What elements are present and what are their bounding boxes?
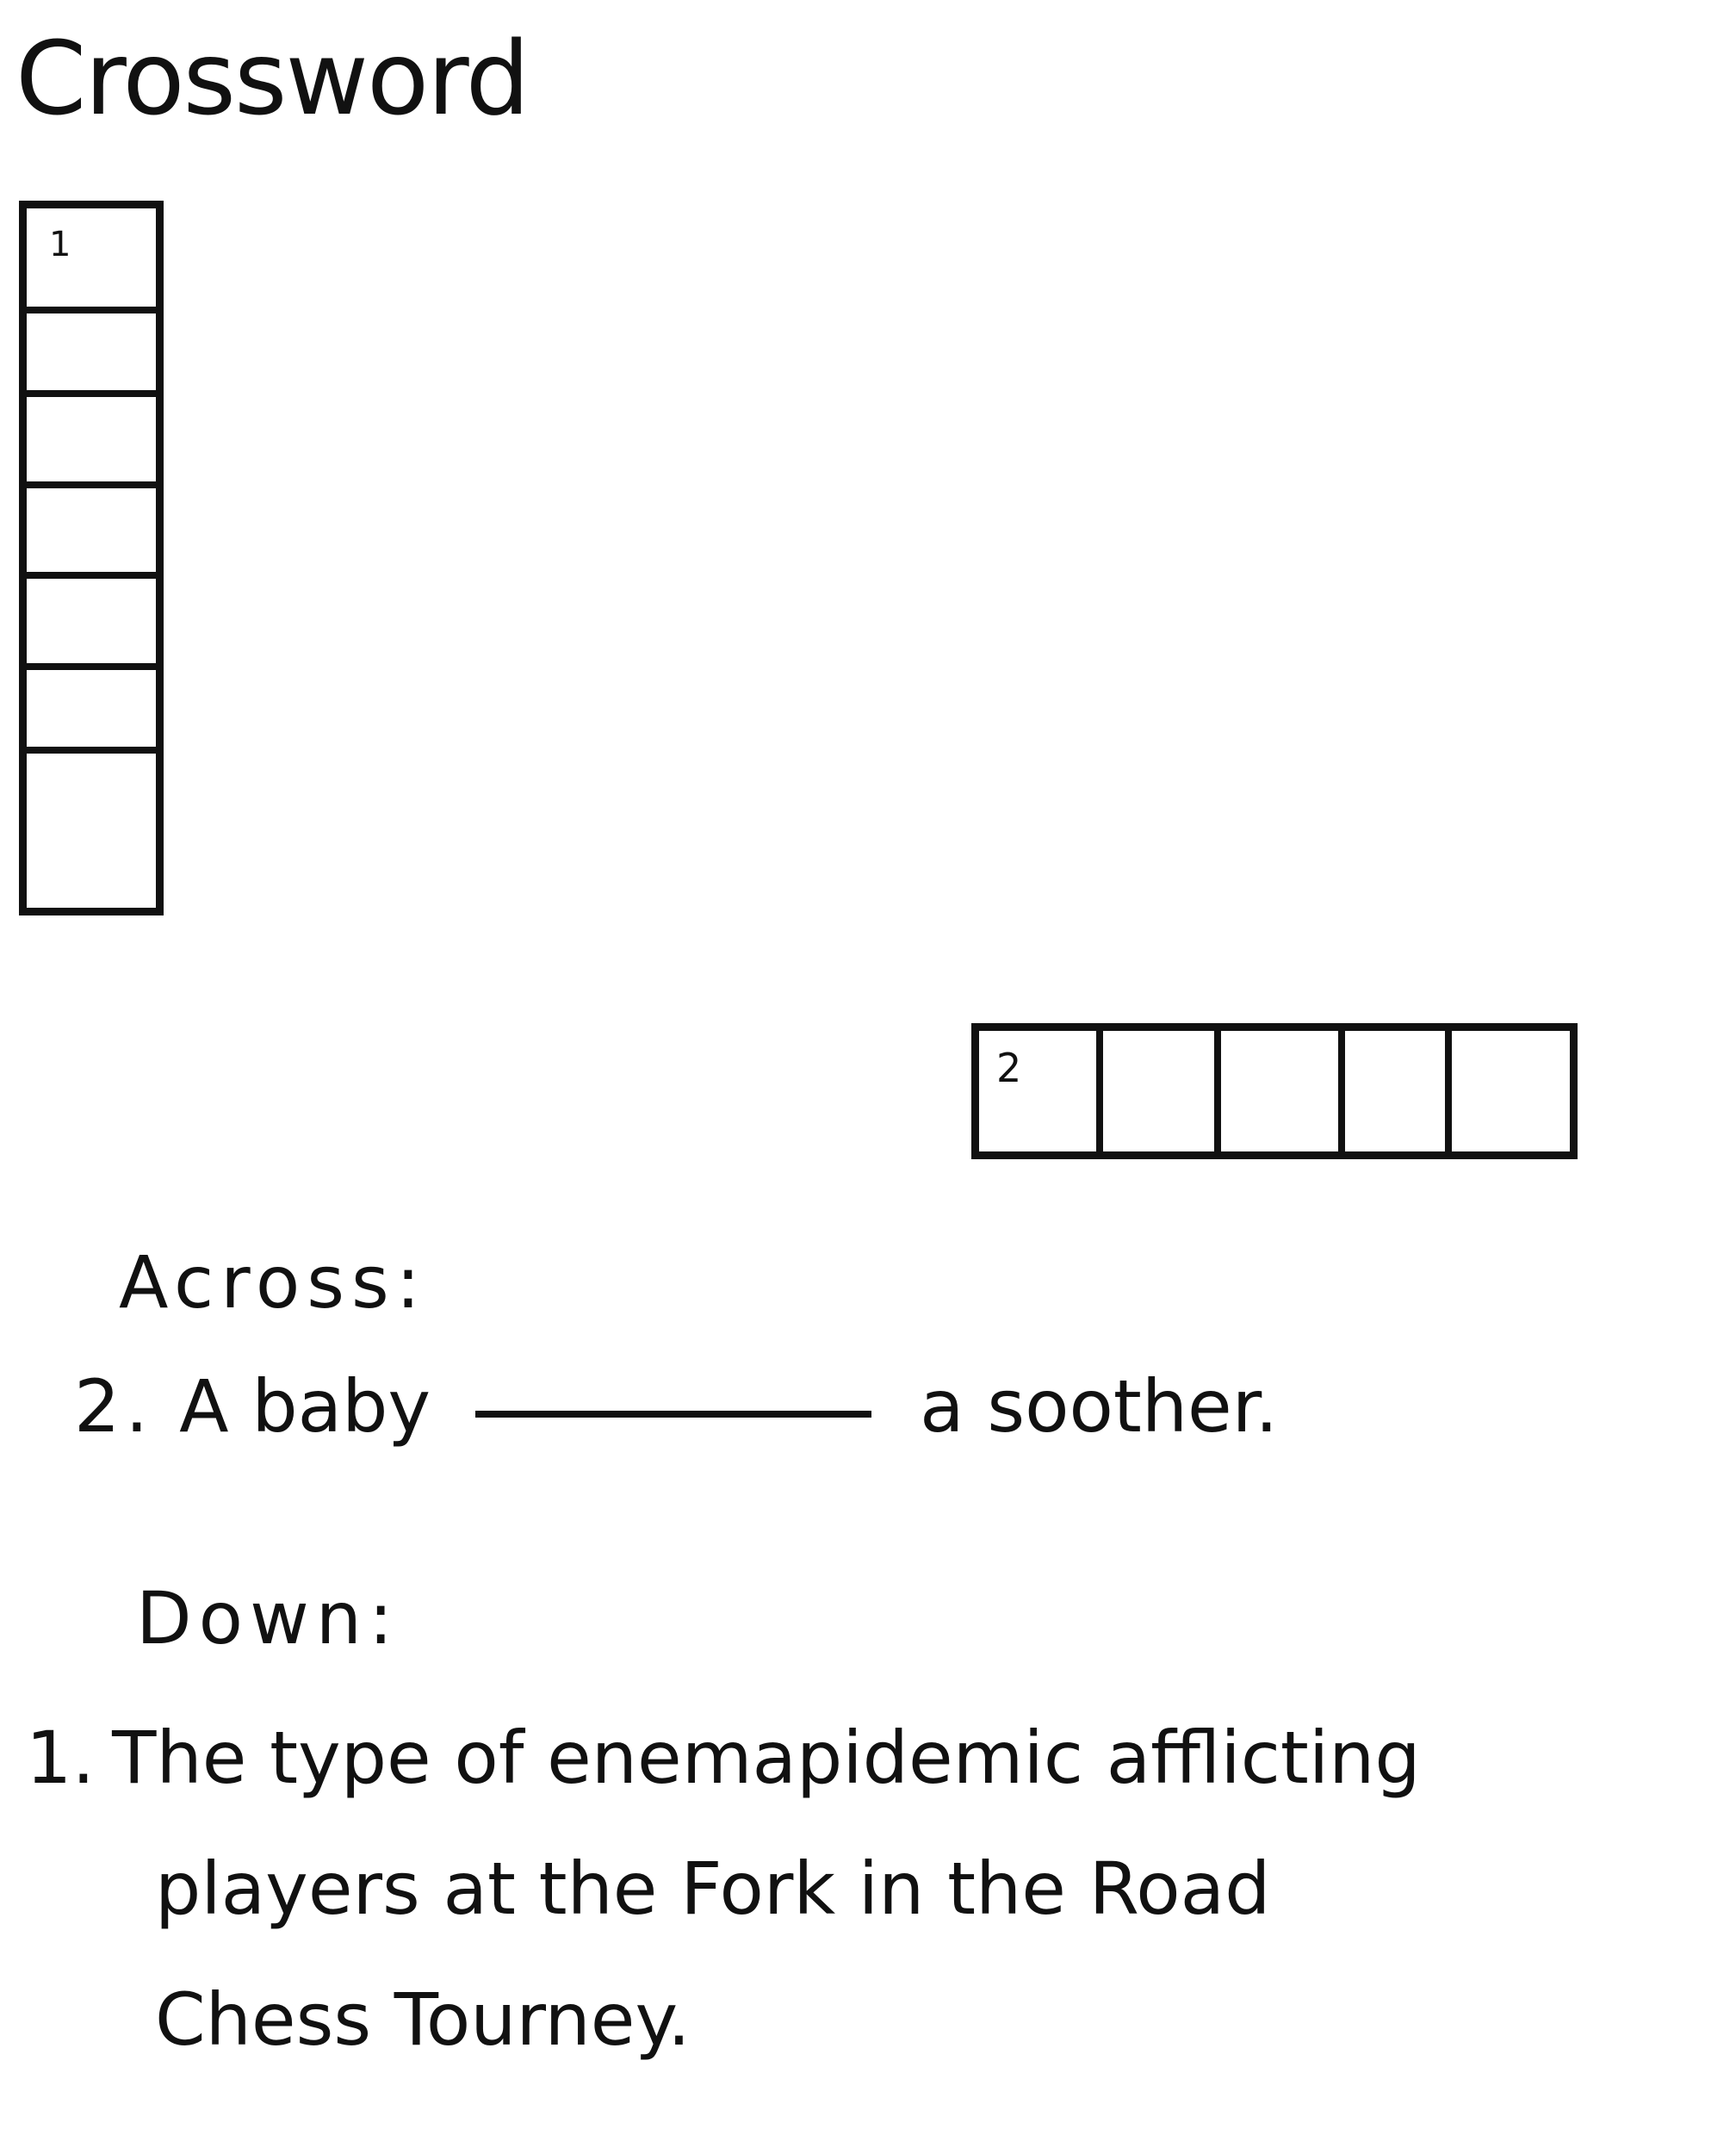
crossword-cell[interactable] — [27, 579, 156, 670]
across-entry-2-grid: 2 — [971, 1023, 1578, 1159]
clue-number-label: 2 — [996, 1045, 1022, 1091]
across-heading: Across: — [119, 1240, 428, 1325]
clue-line: Chess Tourney. — [155, 1977, 691, 2062]
clue-number: 2. — [74, 1364, 154, 1449]
clue-number-label: 1 — [49, 225, 71, 264]
answer-blank-line — [475, 1411, 872, 1418]
clue-text-after-blank: a soother. — [920, 1364, 1279, 1449]
clue-line: 1.The type of enemapidemic afflicting — [26, 1692, 1688, 1823]
down-heading: Down: — [136, 1576, 400, 1660]
crossword-cell[interactable] — [27, 670, 156, 754]
clue-text-before-blank: A baby — [179, 1364, 431, 1449]
page-title: Crossword — [16, 19, 530, 138]
clue-text: The type of enemapidemic afflicting — [112, 1716, 1421, 1800]
crossword-cell[interactable] — [27, 397, 156, 488]
crossword-cell[interactable] — [1221, 1031, 1346, 1151]
crossword-cell[interactable]: 1 — [27, 208, 156, 313]
crossword-cell[interactable] — [27, 754, 156, 908]
clue-line: players at the Fork in the Road — [155, 1846, 1271, 1931]
down-entry-1-grid: 1 — [19, 201, 164, 915]
crossword-cell[interactable] — [1103, 1031, 1222, 1151]
crossword-cell[interactable] — [27, 313, 156, 398]
crossword-cell[interactable] — [1345, 1031, 1452, 1151]
crossword-cell[interactable]: 2 — [979, 1031, 1104, 1151]
down-clue-1: 1.The type of enemapidemic afflicting pl… — [26, 1692, 1688, 2085]
clue-number: 1. — [26, 1716, 96, 1800]
crossword-cell[interactable] — [27, 488, 156, 580]
across-clue-2: 2. A baby a soother. — [74, 1364, 1278, 1449]
crossword-cell[interactable] — [1452, 1031, 1570, 1151]
